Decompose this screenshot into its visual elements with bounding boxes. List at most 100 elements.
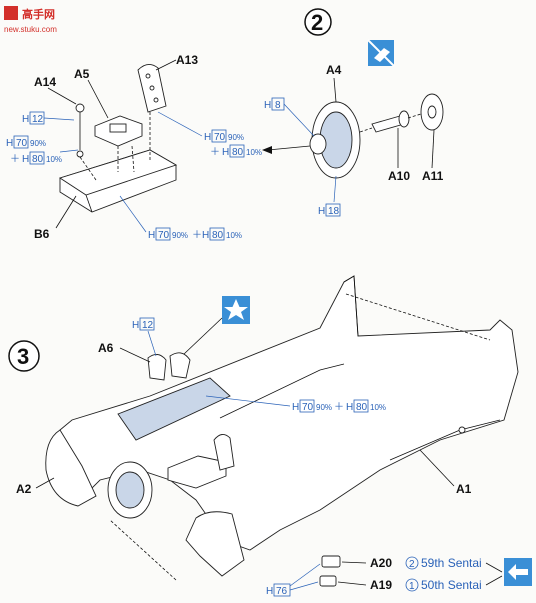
leader-line — [155, 59, 177, 71]
paint-percent: 90% — [228, 133, 244, 142]
paint-letter: H — [318, 206, 325, 217]
paint-percent: 10% — [46, 155, 62, 164]
cockpit-assembly: A14 A5 A13 B6 H 12 H 70 90% ＋ H 80 10% H… — [6, 53, 262, 241]
paint-code: 76 — [276, 586, 288, 597]
paint-code: 80 — [232, 147, 244, 158]
part-label-b6: B6 — [34, 227, 50, 241]
paint-box — [211, 129, 227, 143]
leader-line — [333, 77, 337, 103]
variant-2-label: 59th Sentai — [421, 556, 482, 570]
part-label-a10: A10 — [388, 169, 410, 183]
watermark-url: new.stuku.com — [4, 25, 57, 34]
paint-box — [325, 203, 341, 217]
paint-plus: ＋ — [334, 402, 344, 413]
part-label-a20: A20 — [370, 556, 392, 570]
arrow-icon — [262, 146, 272, 154]
headrest-a6 — [147, 354, 167, 381]
paint-box — [229, 144, 245, 158]
watermark: 高手网 new.stuku.com — [4, 6, 57, 34]
leader-line — [419, 449, 455, 487]
paint-h12-code: 12 — [32, 114, 44, 125]
paint-box — [155, 227, 171, 241]
leader-line — [431, 129, 435, 169]
paint-h12-letter: H — [22, 114, 29, 125]
paint-plus: ＋ — [210, 147, 220, 158]
paint-code: 70 — [302, 402, 314, 413]
paint-letter: H — [346, 402, 353, 413]
paint-code: 70 — [16, 138, 28, 149]
lower-cowl — [185, 511, 245, 577]
fuselage-a2 — [45, 429, 97, 507]
star-icon — [222, 296, 250, 324]
paint-letter: H — [132, 320, 139, 331]
washer-hole — [427, 105, 437, 119]
shaft-end — [398, 110, 410, 128]
variant-2-circle — [405, 556, 419, 570]
part-label-a6: A6 — [98, 341, 114, 355]
watermark-logo-icon — [4, 6, 18, 20]
paint-percent: 90% — [30, 139, 46, 148]
paint-box — [29, 151, 45, 165]
engine-assembly: 2 A4 A10 A11 H 8 H 18 — [262, 8, 444, 217]
paint-letter: H — [266, 586, 273, 597]
bulkhead-hole — [145, 73, 151, 79]
paint-percent: 90% — [316, 403, 332, 412]
fuselage-detail-line — [219, 363, 345, 419]
seat-hole — [109, 123, 127, 133]
paint-box — [209, 227, 225, 241]
leader-line — [55, 195, 77, 229]
guide-line — [131, 145, 135, 173]
bulkhead-hole — [153, 97, 159, 103]
variant-1-label: 50th Sentai — [421, 578, 482, 592]
part-label-a2: A2 — [16, 482, 32, 496]
tailwheel-hole — [458, 426, 466, 434]
paint-code: 80 — [356, 402, 368, 413]
paint-code: 18 — [328, 206, 340, 217]
paint-percent: 90% — [172, 231, 188, 240]
leader-line — [87, 79, 109, 119]
leader-line — [183, 317, 223, 355]
paint-leader — [147, 330, 157, 357]
paint-code: 80 — [212, 230, 224, 241]
bracket-line — [485, 562, 503, 573]
leader-line — [341, 561, 367, 564]
paint-plus: ＋ — [192, 230, 202, 241]
paint-box — [13, 135, 29, 149]
stick-grip — [75, 103, 85, 113]
paint-code: 80 — [32, 154, 44, 165]
part-label-a11: A11 — [422, 169, 444, 183]
paint-letter: H — [264, 100, 271, 111]
guide-line — [345, 293, 491, 341]
paint-leader — [283, 103, 315, 137]
paint-leader — [333, 175, 337, 203]
exhaust-a19 — [319, 575, 337, 587]
paint-code: 70 — [158, 230, 170, 241]
paint-letter: H — [204, 132, 211, 143]
part-label-a13: A13 — [176, 53, 198, 67]
paint-plus: ＋ — [10, 154, 20, 165]
paint-leader — [289, 563, 321, 587]
paint-code: 12 — [142, 320, 154, 331]
fin-edge — [343, 275, 359, 337]
step-2-circle — [304, 8, 332, 36]
floor-edge — [85, 194, 93, 213]
paint-letter: H — [292, 402, 299, 413]
paint-code: 8 — [275, 100, 281, 111]
paint-leader — [157, 111, 203, 137]
engine-installed-cylinders — [115, 471, 145, 509]
part-label-a19: A19 — [370, 578, 392, 592]
part-label-a14: A14 — [34, 75, 56, 89]
variant-2-number: 2 — [409, 559, 415, 570]
swap-arrows-icon — [504, 558, 532, 586]
paint-percent: 10% — [226, 231, 242, 240]
stick-base — [76, 150, 84, 158]
paint-box — [139, 317, 155, 331]
paint-percent: 10% — [370, 403, 386, 412]
paint-leader — [43, 117, 75, 121]
paint-letter: H — [6, 138, 13, 149]
paint-letter: H — [222, 147, 229, 158]
cockpit-floor-installed — [167, 455, 227, 489]
bulkhead-hole — [149, 85, 155, 91]
leader-line — [337, 581, 367, 586]
